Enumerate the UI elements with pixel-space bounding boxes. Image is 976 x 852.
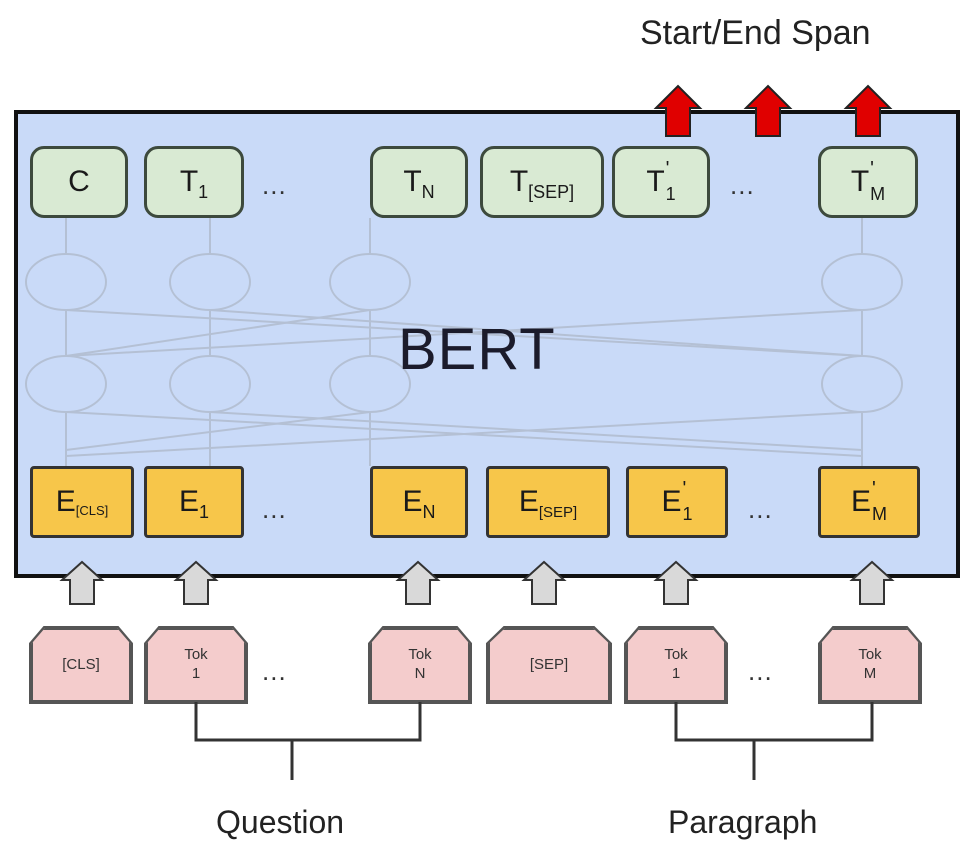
embedding-e1-prime-base: E [661,485,682,518]
paragraph-label: Paragraph [668,804,818,840]
embedding-em-prime-sub: M [872,504,887,524]
embedding-en-sub: N [422,501,436,522]
output-tm-prime: T' M [818,146,918,218]
output-t1-base: T [179,165,199,198]
output-ellipsis-2: ... [730,170,755,200]
token-tokn-line1: Tok [408,646,432,664]
embedding-ellipsis-1: ... [262,494,287,524]
embedding-ecls-base: E [55,485,76,518]
output-tm-prime-sub: M [870,184,886,204]
output-tm-prime-sup: ' [870,158,874,180]
embedding-e1-base: E [178,485,199,518]
embedding-em-prime-sup: ' [872,478,876,500]
embedding-esep: E[SEP] [486,466,610,538]
output-c: C [30,146,128,218]
embedding-esep-base: E [518,485,539,518]
token-tok1-line2: 1 [191,665,201,682]
embedding-ecls-sub: [CLS] [75,502,109,518]
output-ellipsis-1: ... [262,170,287,200]
embedding-em-prime: E' M [818,466,920,538]
token-cls: [CLS] [31,628,131,702]
token-ellipsis-1: ... [262,656,287,686]
output-t1-prime: T' 1 [612,146,710,218]
token-tokn: Tok N [370,628,470,702]
token-tok1: Tok 1 [146,628,246,702]
output-tsep-base: T [509,165,529,198]
embedding-em-prime-base: E [850,485,871,518]
output-t1-sub: 1 [198,181,209,202]
embedding-e1-prime: E' 1 [626,466,728,538]
output-t1-prime-sub: 1 [665,184,676,204]
token-cls-label: [CLS] [62,655,100,673]
embedding-esep-sub: [SEP] [538,503,578,521]
output-t1-prime-base: T [646,165,665,198]
token-sep: [SEP] [488,628,610,702]
output-c-label: C [68,165,90,198]
embedding-e1-sub: 1 [199,501,210,522]
output-tsep-sub: [SEP] [528,181,575,202]
token-tokm-line1: Tok [858,646,882,664]
token-sep-label: [SEP] [529,655,569,673]
embedding-ecls: E[CLS] [30,466,134,538]
output-tsep: T[SEP] [480,146,604,218]
output-tm-prime-base: T [850,165,870,198]
token-tokm: Tok M [820,628,920,702]
bert-label: BERT [398,317,556,382]
token-tok1-prime-line1: Tok [664,646,688,664]
start-end-span-label: Start/End Span [640,14,871,52]
question-label: Question [216,804,345,840]
embedding-e1-prime-sup: ' [682,478,687,500]
output-tn-sub: N [421,181,435,202]
output-t1-prime-sup: ' [665,158,670,180]
embedding-en-base: E [402,485,423,518]
token-tokn-line2: N [414,665,426,682]
output-tn-base: T [403,165,422,198]
embedding-ellipsis-2: ... [748,494,773,524]
token-tok1-prime: Tok 1 [626,628,726,702]
token-tok1-prime-line2: 1 [671,665,681,682]
token-tokm-line2: M [863,665,877,682]
token-tok1-line1: Tok [184,646,208,664]
token-ellipsis-2: ... [748,656,773,686]
embedding-e1-prime-sub: 1 [682,504,693,524]
